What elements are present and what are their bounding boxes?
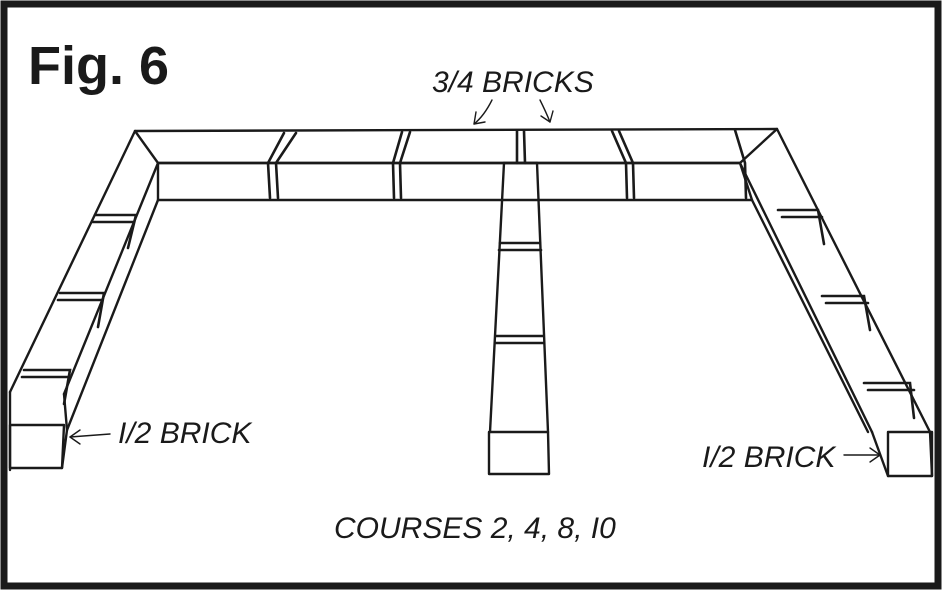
right-half-brick-end [886, 430, 934, 478]
label-courses: COURSES 2, 4, 8, I0 [334, 512, 616, 545]
figure-title: Fig. 6 [28, 36, 169, 96]
label-half-brick-right: I/2 BRICK [702, 441, 837, 474]
label-three-quarter-bricks: 3/4 BRICKS [432, 66, 594, 99]
left-half-brick-end [8, 423, 66, 470]
center-wall [487, 161, 551, 476]
arrow-half-brick-left [69, 433, 111, 438]
arrow-three-quarter-right [539, 99, 551, 123]
arrow-three-quarter-left [473, 99, 493, 125]
back-wall [133, 127, 779, 202]
right-wall [738, 127, 934, 478]
center-end [487, 430, 551, 476]
label-half-brick-left: I/2 BRICK [118, 417, 253, 450]
left-wall [8, 129, 160, 472]
